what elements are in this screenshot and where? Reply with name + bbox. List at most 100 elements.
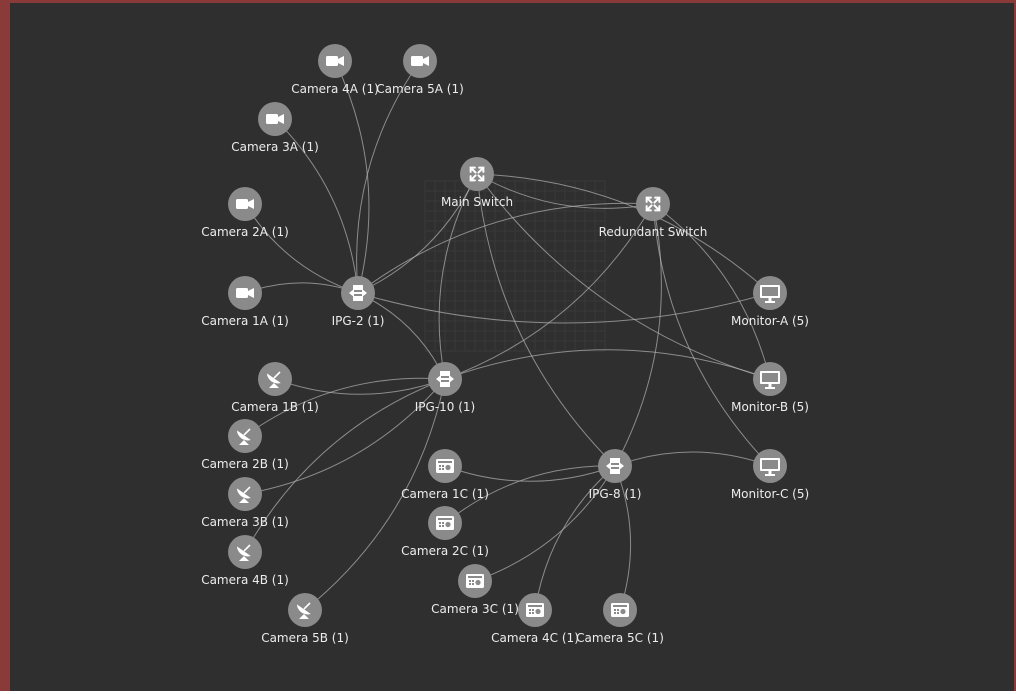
- edge-camera-3c-to-ipg-8: [474, 465, 616, 582]
- edge-ipg-2-to-ipg-10: [357, 292, 446, 380]
- video-camera-icon: [411, 56, 429, 66]
- edge-camera-1a-to-ipg-2: [244, 282, 359, 294]
- edge-camera-2a-to-ipg-2: [244, 203, 359, 294]
- node-label: IPG-10 (1): [415, 400, 476, 414]
- node-label: Camera 1B (1): [231, 400, 319, 414]
- edge-main-switch-to-redundant-switch: [476, 173, 654, 209]
- node-camera-3a[interactable]: Camera 3A (1): [231, 102, 319, 154]
- edge-ipg-10-to-main-switch: [438, 173, 478, 380]
- edge-camera-5a-to-ipg-2: [356, 60, 421, 294]
- radio-device-icon: [436, 516, 454, 530]
- edge-redundant-switch-to-monitor-c: [652, 203, 771, 467]
- edge-camera-2b-to-ipg-10: [244, 377, 446, 437]
- monitor-icon: [760, 458, 780, 476]
- node-camera-5c[interactable]: Camera 5C (1): [576, 593, 664, 645]
- topology-graph: Camera 4A (1)Camera 5A (1) Camera 3A (1) C…: [201, 44, 809, 645]
- edge-ipg-2-to-redundant-switch: [357, 202, 654, 294]
- node-label: Monitor-A (5): [731, 314, 809, 328]
- node-label: IPG-2 (1): [332, 314, 385, 328]
- radio-device-icon: [436, 459, 454, 473]
- video-camera-icon: [236, 199, 254, 209]
- node-layer: Camera 4A (1)Camera 5A (1) Camera 3A (1) C…: [201, 44, 809, 645]
- gateway-icon: [436, 371, 454, 387]
- node-label: Camera 1C (1): [401, 487, 489, 501]
- monitor-icon: [760, 285, 780, 303]
- node-ipg-2[interactable]: IPG-2 (1): [332, 276, 385, 328]
- video-camera-icon: [266, 114, 284, 124]
- video-camera-icon: [236, 288, 254, 298]
- video-camera-icon: [326, 56, 344, 66]
- node-ipg-10[interactable]: IPG-10 (1): [415, 362, 476, 414]
- node-label: Camera 3A (1): [231, 140, 319, 154]
- node-label: Camera 5A (1): [376, 82, 464, 96]
- satellite-dish-icon: [236, 486, 251, 503]
- edge-camera-4c-to-ipg-8: [534, 465, 616, 611]
- node-label: Monitor-C (5): [731, 487, 809, 501]
- node-camera-4c[interactable]: Camera 4C (1): [491, 593, 579, 645]
- node-label: Camera 2B (1): [201, 457, 289, 471]
- node-label: Monitor-B (5): [731, 400, 809, 414]
- node-label: Camera 1A (1): [201, 314, 289, 328]
- node-redundant-switch[interactable]: Redundant Switch: [599, 187, 708, 239]
- edge-camera-3a-to-ipg-2: [274, 118, 359, 294]
- node-label: Camera 2C (1): [401, 544, 489, 558]
- node-label: Camera 5C (1): [576, 631, 664, 645]
- node-label: Camera 3C (1): [431, 602, 519, 616]
- node-camera-1c[interactable]: Camera 1C (1): [401, 449, 489, 501]
- node-ipg-8[interactable]: IPG-8 (1): [589, 449, 642, 501]
- node-camera-4b[interactable]: Camera 4B (1): [201, 535, 289, 587]
- node-camera-5b[interactable]: Camera 5B (1): [261, 593, 349, 645]
- edge-camera-2c-to-ipg-8: [444, 465, 616, 524]
- node-label: Camera 4C (1): [491, 631, 579, 645]
- satellite-dish-icon: [266, 371, 281, 388]
- node-camera-3c[interactable]: Camera 3C (1): [431, 564, 519, 616]
- node-circle: [636, 187, 670, 221]
- gateway-icon: [606, 458, 624, 474]
- node-camera-3b[interactable]: Camera 3B (1): [201, 477, 289, 529]
- edge-ipg-8-to-main-switch: [476, 173, 616, 467]
- node-main-switch[interactable]: Main Switch: [441, 157, 513, 209]
- edge-ipg-2-to-main-switch: [357, 173, 478, 294]
- node-label: Camera 4B (1): [201, 573, 289, 587]
- edge-main-switch-to-monitor-a: [476, 173, 771, 294]
- node-label: Camera 4A (1): [291, 82, 379, 96]
- edge-camera-1c-to-ipg-8: [444, 465, 616, 482]
- node-label: Main Switch: [441, 195, 513, 209]
- radio-device-icon: [611, 603, 629, 617]
- node-camera-1a[interactable]: Camera 1A (1): [201, 276, 289, 328]
- switch-arrows-icon: [645, 196, 661, 212]
- node-label: Redundant Switch: [599, 225, 708, 239]
- edge-camera-5c-to-ipg-8: [614, 465, 632, 611]
- node-camera-2a[interactable]: Camera 2A (1): [201, 187, 289, 239]
- edge-camera-4b-to-ipg-10: [244, 378, 446, 553]
- edge-ipg-2-to-monitor-a: [357, 292, 771, 324]
- edge-ipg-8-to-redundant-switch: [614, 203, 662, 467]
- node-camera-4a[interactable]: Camera 4A (1): [291, 44, 379, 96]
- edge-camera-1b-to-ipg-10: [274, 378, 446, 395]
- node-camera-2c[interactable]: Camera 2C (1): [401, 506, 489, 558]
- node-label: Camera 2A (1): [201, 225, 289, 239]
- node-camera-1b[interactable]: Camera 1B (1): [231, 362, 319, 414]
- node-camera-5a[interactable]: Camera 5A (1): [376, 44, 464, 96]
- node-camera-2b[interactable]: Camera 2B (1): [201, 419, 289, 471]
- edge-layer: [244, 60, 771, 611]
- node-circle: [460, 157, 494, 191]
- gateway-icon: [349, 285, 367, 301]
- edge-camera-3b-to-ipg-10: [244, 378, 446, 495]
- edge-ipg-10-to-redundant-switch: [444, 203, 654, 380]
- radio-device-icon: [526, 603, 544, 617]
- topology-canvas[interactable]: Camera 4A (1)Camera 5A (1) Camera 3A (1) C…: [20, 6, 1016, 694]
- edge-camera-5b-to-ipg-10: [304, 378, 446, 611]
- edge-main-switch-to-monitor-b: [476, 173, 771, 380]
- edge-redundant-switch-to-monitor-b: [652, 203, 771, 380]
- node-monitor-a[interactable]: Monitor-A (5): [731, 276, 809, 328]
- node-label: Camera 5B (1): [261, 631, 349, 645]
- node-label: IPG-8 (1): [589, 487, 642, 501]
- node-label: Camera 3B (1): [201, 515, 289, 529]
- radio-device-icon: [466, 574, 484, 588]
- switch-arrows-icon: [469, 166, 485, 182]
- node-monitor-b[interactable]: Monitor-B (5): [731, 362, 809, 414]
- satellite-dish-icon: [296, 602, 311, 619]
- node-monitor-c[interactable]: Monitor-C (5): [731, 449, 809, 501]
